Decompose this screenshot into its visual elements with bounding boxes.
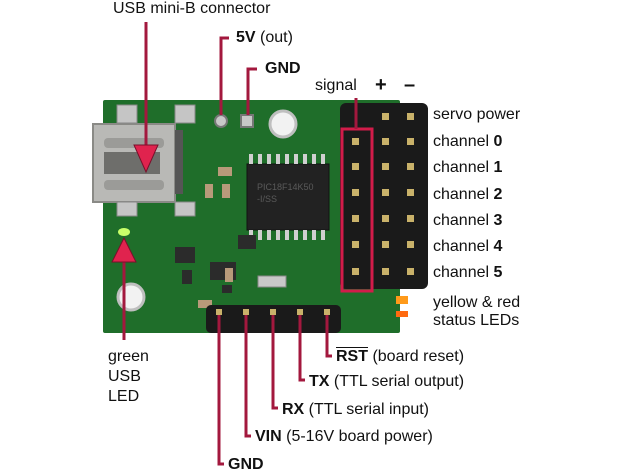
5v-label-rest: (out): [255, 29, 293, 46]
rx-label: RX (TTL serial input): [282, 401, 429, 419]
arrow-green-led: [111, 236, 137, 263]
right-label-text: channel: [433, 159, 494, 176]
minus-symbol: –: [404, 74, 416, 96]
rst-label: RST (board reset): [336, 348, 464, 366]
pad-5v: [214, 114, 228, 128]
gnd-top-label-bold: GND: [265, 60, 301, 77]
right-label-text: channel: [433, 186, 494, 203]
signal-label: signal: [315, 77, 357, 94]
channel-4-label: channel 4: [433, 238, 502, 256]
tx-label-rest: (TTL serial output): [329, 373, 465, 390]
crystal: [257, 275, 287, 288]
minus-label: –: [404, 74, 416, 96]
plus-symbol: +: [375, 74, 387, 96]
status-leds-label-line1: yellow & red: [433, 294, 521, 311]
channel-number: 4: [493, 238, 503, 255]
yellow-status-led: [396, 296, 408, 304]
mounting-hole: [116, 282, 146, 312]
channel-3-label: channel 3: [433, 212, 502, 230]
servo-header: [340, 103, 428, 289]
mounting-hole: [268, 109, 298, 139]
gnd-bottom-label-bold: GND: [228, 456, 264, 473]
right-label-text: channel: [433, 264, 494, 281]
channel-number: 1: [493, 159, 503, 176]
green-led-label-line3: LED: [108, 388, 140, 405]
smd-components: [175, 235, 256, 293]
channel-1-label: channel 1: [433, 159, 502, 177]
tx-label-bold: TX: [309, 373, 330, 390]
plus-label: +: [375, 74, 387, 96]
green-led-label-line2: USB: [108, 368, 141, 385]
right-label-text: channel: [433, 212, 494, 229]
channel-number: 0: [493, 133, 503, 150]
red-status-led: [396, 311, 408, 317]
rx-label-rest: (TTL serial input): [304, 401, 430, 418]
5v-label-bold: 5V: [236, 29, 256, 46]
channel-2-label: channel 2: [433, 186, 502, 204]
capacitors: [198, 167, 233, 308]
chip-marking: -I/SS: [257, 194, 277, 204]
channel-number: 3: [493, 212, 503, 229]
vin-label-rest: (5-16V board power): [281, 428, 433, 445]
chip-marking: PIC18F14K50: [257, 182, 314, 192]
microcontroller-chip: PIC18F14K50 -I/SS: [246, 154, 330, 240]
arrow-usb-connector: [133, 144, 159, 174]
green-led-label-line1: green: [108, 348, 149, 365]
channel-0-label: channel 0: [433, 133, 502, 151]
channel-number: 2: [493, 186, 503, 203]
channel-5-label: channel 5: [433, 264, 502, 282]
green-usb-led: [118, 228, 130, 236]
vin-label: VIN (5-16V board power): [255, 428, 433, 446]
rst-label-rest: (board reset): [368, 348, 465, 365]
status-leds-label-line2: status LEDs: [433, 312, 520, 329]
right-label-text: channel: [433, 238, 494, 255]
usb-connector-label: USB mini-B connector: [113, 0, 271, 17]
header-pins: [352, 113, 414, 275]
gnd-top-label: GND: [265, 60, 301, 78]
rx-label-bold: RX: [282, 401, 305, 418]
right-label-text: channel: [433, 133, 494, 150]
tx-label: TX (TTL serial output): [309, 373, 464, 391]
pad-gnd: [240, 114, 254, 128]
servo-power-label: servo power: [433, 106, 520, 124]
gnd-bottom-label: GND: [228, 456, 264, 474]
callout-lines: [122, 22, 332, 466]
5v-out-label: 5V (out): [236, 29, 293, 47]
right-label-text: servo power: [433, 106, 521, 123]
rst-label-bold: RST: [336, 348, 368, 365]
channel-number: 5: [493, 264, 503, 281]
vin-label-bold: VIN: [255, 428, 282, 445]
